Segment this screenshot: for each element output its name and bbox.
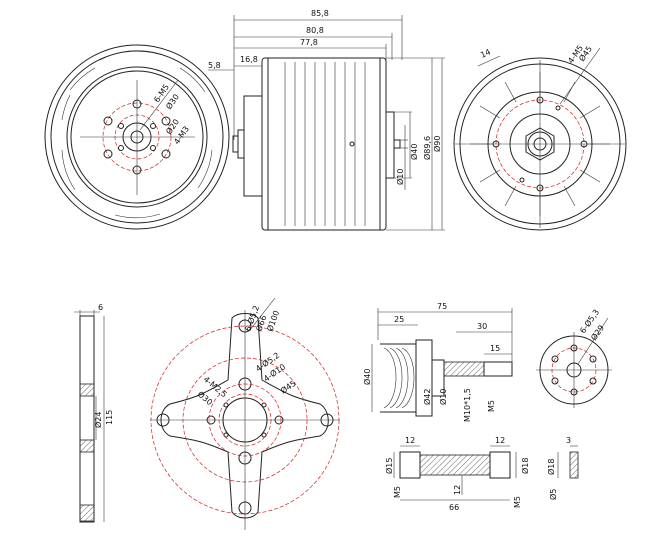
- dim-77-8: 77,8: [300, 38, 318, 47]
- prop-adapter-view: 75 25 30 15 Ø40 Ø42 Ø10 M10*1,5 M5: [362, 302, 513, 422]
- dim-d10: Ø10: [395, 169, 405, 185]
- dim-80-8: 80,8: [306, 26, 324, 35]
- mount-label-d30: Ø30: [196, 389, 215, 407]
- adapter-dim-75: 75: [437, 302, 447, 311]
- shaft-dim-m5a: M5: [393, 486, 402, 498]
- dim-d89-6: Ø89,6: [422, 136, 432, 160]
- washer-dim-3: 3: [566, 436, 571, 445]
- shaft-dim-m5b: M5: [513, 496, 522, 508]
- side-fins: [284, 62, 366, 226]
- adapter-dim-25: 25: [394, 315, 404, 324]
- washer-dim-d18: Ø18: [546, 459, 556, 475]
- adapter-dim-15: 15: [490, 344, 500, 353]
- dim-d90: Ø90: [432, 136, 442, 152]
- shaft-dim-12b: 12: [495, 436, 505, 445]
- shaft-dim-12c: 12: [453, 485, 462, 495]
- label-14: 14: [479, 47, 492, 59]
- rear-fins: [470, 72, 610, 216]
- front-view-motor: 6-M5 Ø30 Ø20 4-M3: [44, 44, 230, 230]
- mount-dim-d24: Ø24: [93, 412, 103, 428]
- shaft-dim-66: 66: [449, 503, 459, 512]
- adapter-dim-d42: Ø42: [422, 389, 432, 405]
- side-view-motor: 85,8 80,8 77,8 16,8 5,8: [208, 9, 445, 231]
- washer-view: 3 Ø18 Ø5: [546, 436, 579, 500]
- adapter-dim-d10: Ø10: [438, 389, 448, 405]
- shaft-view: 12 12 Ø15 Ø18 M5 12 66 M5: [384, 436, 530, 512]
- washer-dim-d5: Ø5: [548, 489, 558, 500]
- prop-disk-view: 6-Ø5,3 Ø29: [536, 307, 612, 408]
- dim-5-8: 5,8: [208, 61, 221, 70]
- adapter-dim-d40: Ø40: [362, 369, 372, 385]
- mount-label-d45: Ø45: [278, 378, 297, 396]
- dim-d40: Ø40: [409, 144, 419, 160]
- dim-85-8: 85,8: [311, 9, 329, 18]
- mount-dim-115: 115: [105, 410, 114, 425]
- front-vents: [61, 50, 213, 219]
- shaft-dim-d18: Ø18: [520, 458, 530, 474]
- adapter-dim-m10: M10*1,5: [463, 388, 472, 422]
- adapter-dim-m5: M5: [487, 400, 496, 412]
- adapter-coils: [383, 347, 415, 409]
- dim-16-8: 16,8: [240, 55, 258, 64]
- shaft-dim-d15: Ø15: [384, 458, 394, 474]
- mount-dim-6: 6: [98, 303, 103, 312]
- adapter-dim-30: 30: [477, 322, 487, 331]
- mount-side-view: 6 Ø24 115: [74, 303, 114, 523]
- shaft-dim-12a: 12: [405, 436, 415, 445]
- rear-view-motor: 14 4-M5 Ø45: [453, 44, 627, 231]
- mount-front-view: 6-Ø5,2 Ø66 Ø100 4-M2,5 4-Ø5,2 4-Ø10 Ø30 …: [150, 297, 340, 530]
